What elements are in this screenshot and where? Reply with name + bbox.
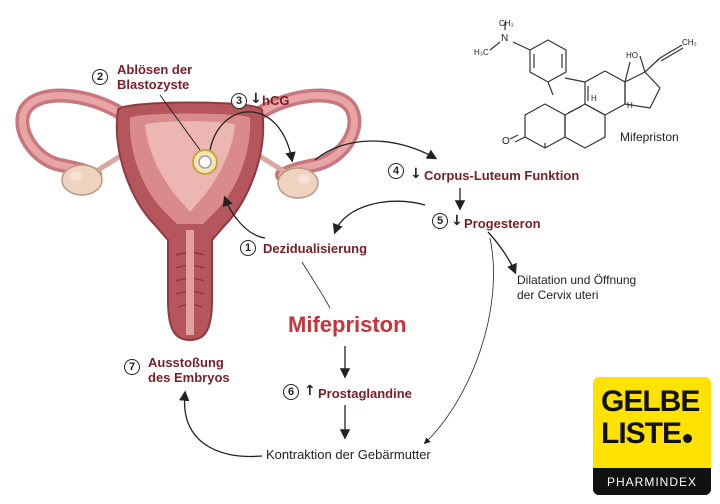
logo-line2: LISTE xyxy=(601,417,682,450)
step-6-number: 6 xyxy=(283,384,299,400)
step-5-down-arrow-icon: ↓ xyxy=(451,213,463,229)
molecule-ch3-top: CH₃ xyxy=(499,19,514,28)
contraction-label: Kontraktion der Gebärmutter xyxy=(266,447,431,462)
structure-caption: Mifepriston xyxy=(620,130,679,144)
molecule-n: N xyxy=(501,33,509,44)
molecule-ho: HO xyxy=(626,51,638,60)
step-2-label-line2: Blastozyste xyxy=(117,77,190,92)
right-ovary xyxy=(277,167,319,199)
step-3-label: hCG xyxy=(262,93,290,108)
dilatation-line1: Dilatation und Öffnung xyxy=(517,273,637,287)
molecule-o: O xyxy=(502,136,510,147)
arrows xyxy=(159,94,517,458)
molecule-h2: H xyxy=(627,101,633,110)
step-5-number: 5 xyxy=(432,213,448,229)
step-7-label-line2: des Embryos xyxy=(148,370,230,385)
mifepristone-structure xyxy=(489,22,684,149)
step-1-number: 1 xyxy=(240,240,256,256)
step-2-number: 2 xyxy=(92,69,108,85)
step-4-number: 4 xyxy=(388,163,404,179)
left-ovary xyxy=(61,164,103,196)
molecule-h1: H xyxy=(591,94,597,103)
uterus-illustration xyxy=(15,88,362,342)
step-5-label: Progesteron xyxy=(464,216,541,231)
step-6-up-arrow-icon: ↑ xyxy=(304,383,316,399)
dilatation-line2: der Cervix uteri xyxy=(517,288,599,302)
step-2-label-line1: Ablösen der xyxy=(117,62,193,77)
step-6-label: Prostaglandine xyxy=(318,386,412,401)
step-3-number: 3 xyxy=(231,93,247,109)
drug-name: Mifepriston xyxy=(288,312,407,337)
step-7-number: 7 xyxy=(124,359,140,375)
logo-dot xyxy=(683,434,693,443)
step-3-down-arrow-icon: ↓ xyxy=(250,91,262,107)
step-4-down-arrow-icon: ↓ xyxy=(410,166,422,182)
molecule-h3c: H₃C xyxy=(474,48,489,57)
step-1-label: Dezidualisierung xyxy=(263,241,368,256)
gelbe-liste-logo: GELBE LISTE PHARMINDEX xyxy=(593,377,711,495)
logo-line1: GELBE xyxy=(601,385,700,418)
step-7-label-line1: Ausstoßung xyxy=(148,355,224,370)
step-4-label: Corpus-Luteum Funktion xyxy=(424,168,580,183)
logo-bar: PHARMINDEX xyxy=(593,468,711,495)
molecule-ch3-alkyne: CH₃ xyxy=(682,38,697,47)
